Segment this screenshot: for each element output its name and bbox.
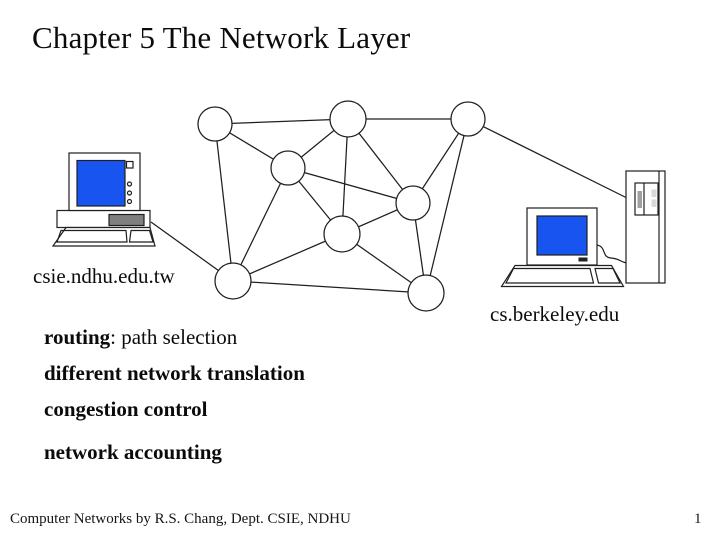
host-link-line	[467, 118, 632, 201]
subnet-edge-DG	[232, 167, 289, 282]
router-node-G	[214, 262, 252, 300]
router-node-E	[395, 185, 431, 221]
monitor-screen	[536, 215, 588, 256]
subnet-edge-CH	[425, 118, 469, 294]
desktop-computer-right	[500, 170, 666, 288]
bullet-regular-text: : path selection	[110, 325, 238, 349]
router-node-A	[197, 106, 233, 142]
bullet-routing: routing: path selection	[44, 325, 237, 350]
host-label-csie: csie.ndhu.edu.tw	[33, 264, 175, 288]
node-layer	[197, 100, 486, 312]
subnet-edge-BF	[341, 118, 349, 235]
bullet-network-translation: different network translation	[44, 361, 305, 385]
disk-drive-slot	[108, 213, 145, 227]
subnet-edge-FG	[232, 233, 343, 282]
subnet-edge-AG	[214, 123, 234, 282]
router-node-H	[407, 274, 445, 312]
bullet-congestion-control: congestion control	[44, 397, 208, 421]
bullet-network-accounting: network accounting	[44, 440, 222, 464]
monitor-screen	[76, 159, 126, 207]
page-number: 1	[694, 511, 702, 527]
router-node-F	[323, 215, 361, 253]
tower-drive-bar	[637, 191, 642, 208]
slide-title: Chapter 5 The Network Layer	[32, 20, 411, 55]
subnet-edge-DE	[287, 167, 414, 204]
bullet-bold-text: routing	[44, 325, 111, 349]
tower-panel	[634, 182, 659, 216]
footer-credit: Computer Networks by R.S. Chang, Dept. C…	[10, 511, 351, 527]
router-node-D	[270, 150, 306, 186]
router-node-B	[329, 100, 367, 138]
monitor-knob	[126, 181, 133, 187]
keyboard-keys-area	[505, 267, 595, 284]
monitor-cable	[596, 244, 628, 264]
keyboard-keypad-area	[594, 267, 621, 284]
subnet-edge-GH	[232, 280, 427, 294]
keyboard-keypad-area	[128, 229, 154, 243]
monitor-button-square	[125, 160, 134, 169]
host-label-berkeley: cs.berkeley.edu	[490, 302, 620, 326]
monitor-power-switch	[578, 257, 588, 262]
tower-led	[651, 199, 657, 207]
keyboard-keys-area	[56, 229, 128, 243]
monitor-knob	[126, 190, 133, 196]
desktop-computer-left	[51, 152, 156, 247]
subnet-edge-AB	[214, 118, 349, 125]
monitor-knob	[126, 198, 133, 205]
tower-led	[651, 189, 657, 197]
router-node-C	[450, 101, 486, 137]
